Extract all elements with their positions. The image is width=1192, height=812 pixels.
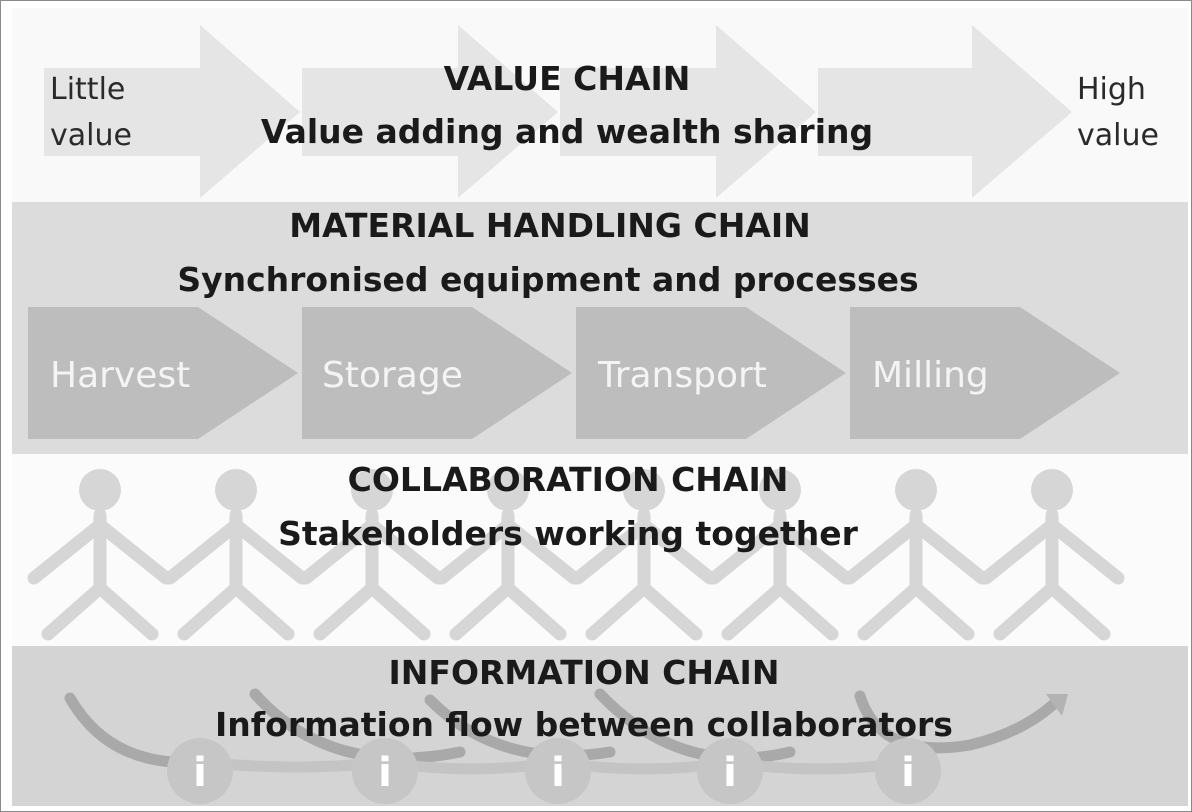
material-chain-steps xyxy=(28,307,1120,439)
step-label-milling: Milling xyxy=(872,355,989,396)
info-icon: i xyxy=(901,750,915,796)
stakeholder-figure xyxy=(299,469,445,641)
high-value-label-line2: value xyxy=(1077,118,1159,153)
little-value-label-line1: Little xyxy=(50,72,125,107)
value-arrow-1 xyxy=(44,25,300,198)
stakeholder-figure xyxy=(707,469,853,641)
info-node: i xyxy=(875,738,941,804)
value-arrow-2 xyxy=(302,25,558,198)
step-label-transport: Transport xyxy=(597,355,767,396)
value-chain-arrows xyxy=(44,25,1072,198)
stakeholder-figure xyxy=(163,469,309,641)
stakeholder-figure xyxy=(435,469,581,641)
step-label-storage: Storage xyxy=(322,355,463,396)
info-node: i xyxy=(167,738,233,804)
step-chevron-harvest xyxy=(28,307,298,439)
step-chevron-storage xyxy=(302,307,572,439)
information-flow-arrowhead xyxy=(1046,694,1068,716)
information-chain-title: INFORMATION CHAIN xyxy=(389,653,780,692)
value-chain-subtitle: Value adding and wealth sharing xyxy=(261,112,873,151)
high-value-label-line1: High xyxy=(1077,72,1146,107)
info-node: i xyxy=(697,738,763,804)
material-chain-subtitle: Synchronised equipment and processes xyxy=(177,260,918,299)
info-node: i xyxy=(525,738,591,804)
info-node: i xyxy=(352,738,418,804)
information-flow-arc xyxy=(249,688,466,764)
material-chain-title: MATERIAL HANDLING CHAIN xyxy=(289,206,811,245)
collaboration-chain-subtitle: Stakeholders working together xyxy=(278,514,859,553)
stakeholder-figure xyxy=(843,469,989,641)
collaboration-chain-title: COLLABORATION CHAIN xyxy=(348,460,789,499)
value-arrow-3 xyxy=(560,25,816,198)
value-chain-title: VALUE CHAIN xyxy=(444,59,691,98)
value-arrow-4 xyxy=(818,25,1072,198)
info-icon: i xyxy=(193,750,207,796)
step-label-harvest: Harvest xyxy=(50,355,190,396)
info-icon: i xyxy=(378,750,392,796)
info-icon: i xyxy=(551,750,565,796)
step-chevron-transport xyxy=(576,307,846,439)
step-chevron-milling xyxy=(850,307,1120,439)
info-icon: i xyxy=(723,750,737,796)
information-chain-subtitle: Information flow between collaborators xyxy=(215,705,953,744)
little-value-label-line2: value xyxy=(50,118,132,153)
stakeholder-figure xyxy=(979,469,1125,641)
stakeholder-figure xyxy=(571,469,717,641)
stakeholder-figure xyxy=(27,469,173,641)
stakeholder-figures xyxy=(27,469,1125,641)
information-flow-arc xyxy=(594,688,796,764)
information-flow-arc xyxy=(854,690,1064,754)
